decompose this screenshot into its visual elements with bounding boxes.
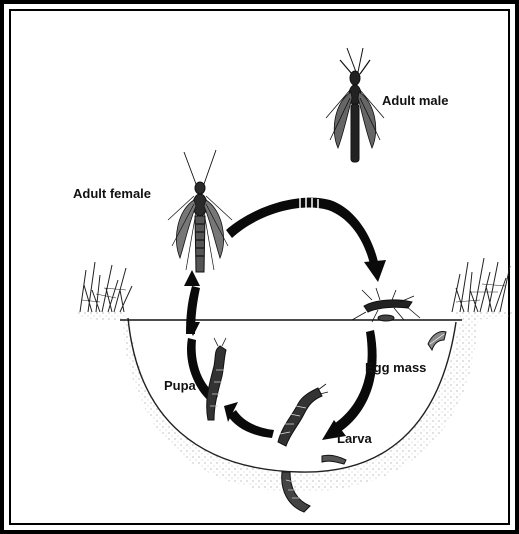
arrow-to-egg-mass <box>226 198 378 264</box>
egg-mass-insect <box>352 288 420 322</box>
pond-basin <box>78 310 512 492</box>
pupa-organism <box>207 338 226 420</box>
egg-mass-cluster <box>428 332 446 351</box>
label-pupa: Pupa <box>164 378 196 393</box>
arrow-head-egg-mass <box>364 260 386 282</box>
label-egg-mass: Egg mass <box>365 360 426 375</box>
label-adult-female: Adult female <box>73 186 151 201</box>
larva-organism <box>278 384 328 446</box>
label-larva: Larva <box>337 431 372 446</box>
arrow-to-pupa <box>228 410 274 438</box>
adult-female-insect <box>168 150 232 272</box>
label-adult-male: Adult male <box>382 93 448 108</box>
arrow-to-larva <box>334 330 377 432</box>
grass-left <box>80 262 132 312</box>
adult-male-insect <box>326 48 384 162</box>
grass-right <box>452 258 510 312</box>
